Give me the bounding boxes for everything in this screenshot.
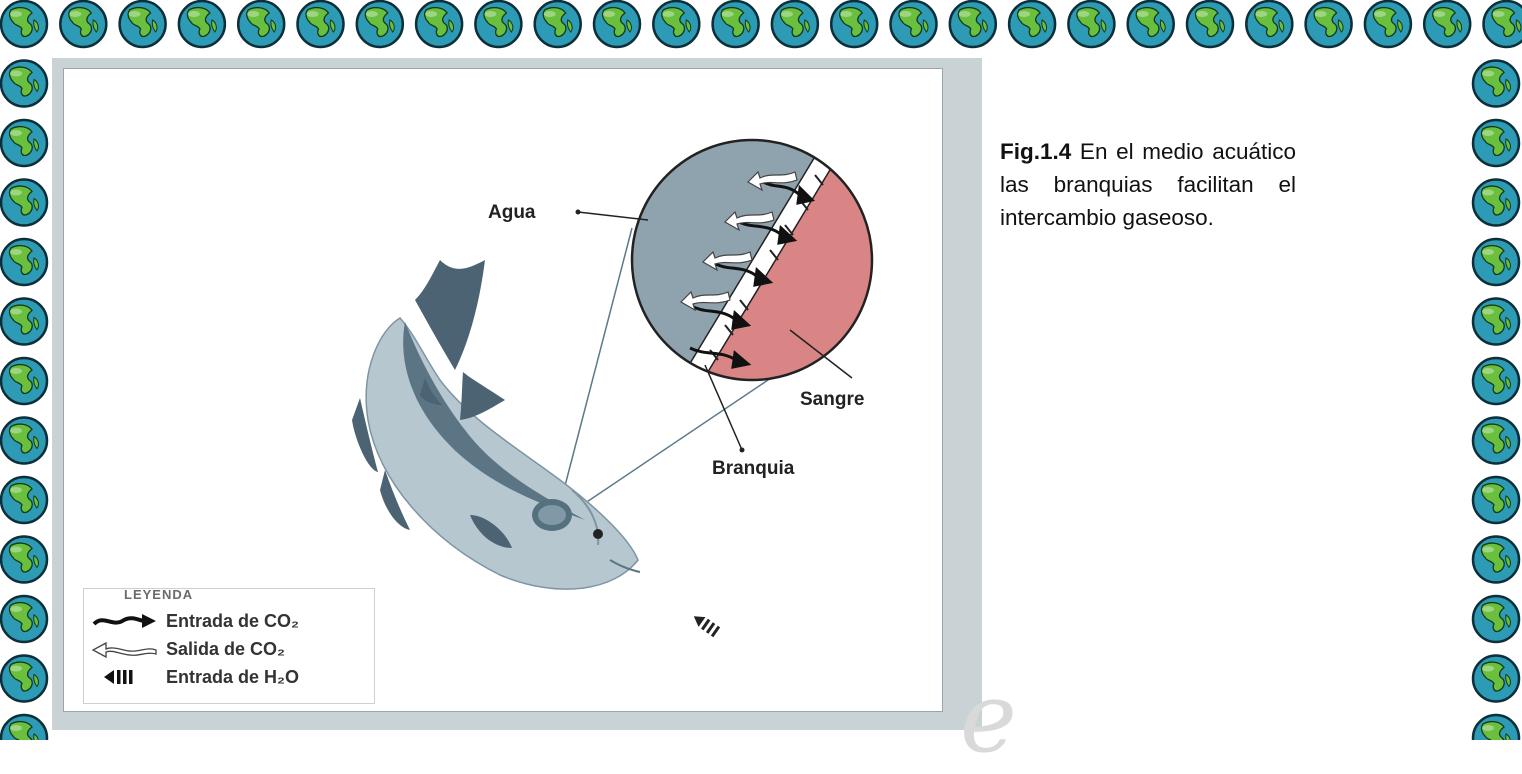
zoom-line-upper [560, 228, 632, 505]
white-wavy-arrow-icon [90, 638, 160, 660]
water-entry-arrow-icon [690, 611, 720, 637]
caption-figure-number: Fig.1.4 [1000, 139, 1071, 164]
magnified-gill [620, 130, 900, 400]
legend-title: LEYENDA [124, 587, 193, 602]
legend-item-water-in: Entrada de H₂O [90, 663, 299, 691]
watermark: e [960, 670, 1017, 766]
agua-leader [578, 212, 648, 220]
figure-caption: Fig.1.4 En el medio acuático las branqui… [1000, 135, 1296, 234]
label-sangre: Sangre [800, 389, 864, 410]
legend-label: Entrada de H₂O [166, 667, 299, 688]
legend-label: Entrada de CO₂ [166, 611, 299, 632]
label-branquia: Branquia [712, 458, 795, 479]
black-wavy-arrow-icon [90, 610, 160, 632]
legend-label: Salida de CO₂ [166, 639, 285, 660]
legend-item-co2-out: Salida de CO₂ [90, 635, 285, 663]
striped-arrow-icon [90, 666, 160, 688]
fish-illustration [352, 260, 640, 589]
legend: LEYENDA Entrada de CO₂ Salida de CO₂ Ent… [83, 588, 375, 704]
legend-item-co2-in: Entrada de CO₂ [90, 607, 299, 635]
label-agua: Agua [488, 202, 536, 223]
